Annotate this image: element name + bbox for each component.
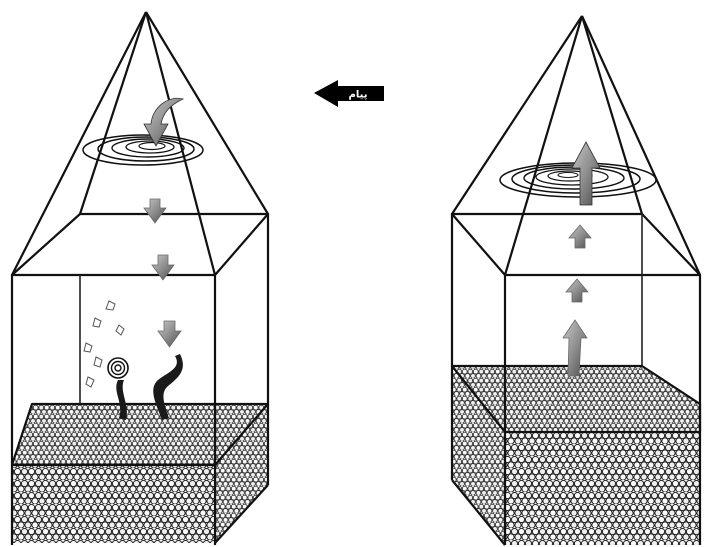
left-spiral-vortex bbox=[83, 98, 203, 165]
header-arrow-label: پیام bbox=[349, 90, 368, 101]
left-pebble-bed bbox=[12, 404, 268, 543]
header-arrow: پیام bbox=[314, 80, 384, 107]
right-spiral-vortex bbox=[500, 142, 656, 205]
right-pebble-bed bbox=[452, 366, 700, 545]
right-up-arrows bbox=[563, 225, 591, 376]
down-arrow-icon bbox=[158, 321, 181, 347]
up-arrow-icon bbox=[569, 225, 591, 248]
left-pyramid bbox=[12, 12, 268, 275]
up-arrow-icon bbox=[566, 279, 588, 302]
right-pyramid-model bbox=[452, 16, 700, 545]
left-down-arrows bbox=[144, 199, 181, 347]
left-pyramid-model bbox=[12, 12, 268, 545]
left-spiral-seed-icon bbox=[108, 358, 128, 378]
down-arrow-icon bbox=[152, 255, 174, 280]
down-arrow-icon bbox=[144, 199, 166, 223]
